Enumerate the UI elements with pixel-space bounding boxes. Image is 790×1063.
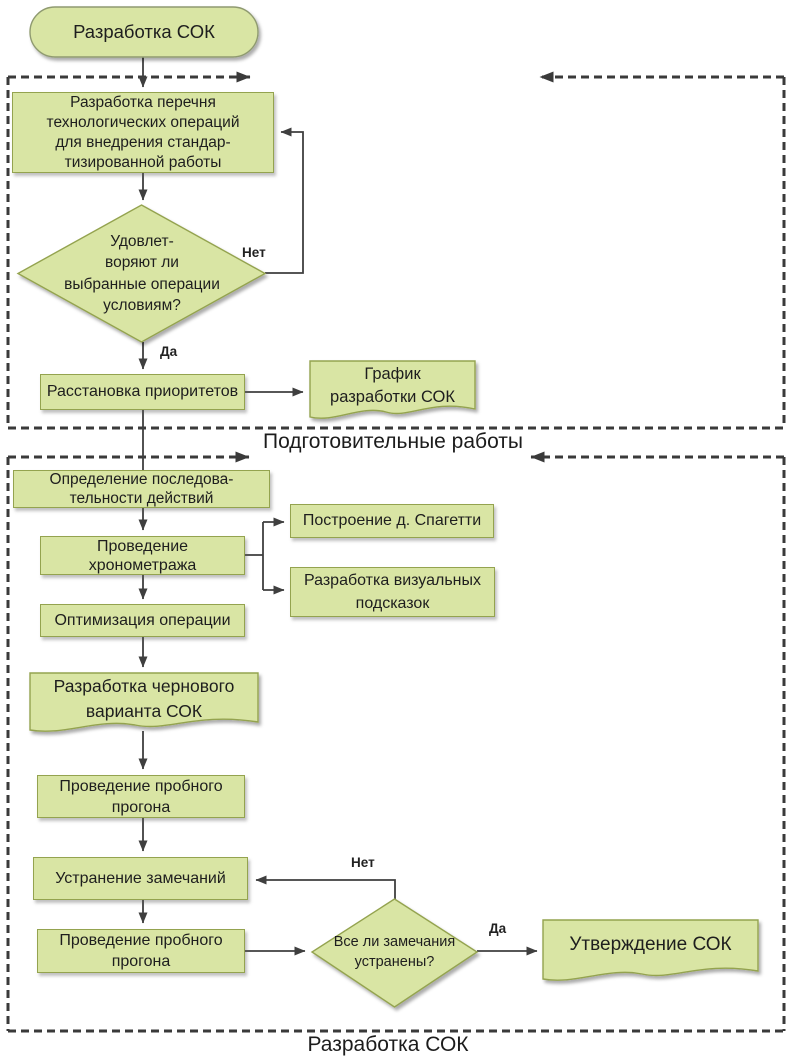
process-spaghetti-diagram: Построение д. Спагетти	[290, 504, 494, 538]
schedule-document-shape	[309, 360, 476, 419]
process-prioritize: Расстановка приоритетов	[40, 374, 245, 410]
process-optimize-operation: Оптимизация операции	[40, 604, 245, 637]
decision1-no-label: Нет	[242, 245, 266, 260]
section2-caption: Разработка СОК	[307, 1033, 469, 1056]
start-terminator-shape	[29, 6, 259, 58]
process-timing: Проведение хронометража	[40, 536, 245, 575]
decision1-diamond-shape	[16, 204, 267, 343]
process-trial-run-2: Проведение пробного прогона	[37, 929, 245, 973]
process-define-sequence: Определение последова- тельности действи…	[13, 470, 270, 508]
decision2-yes-label: Да	[489, 921, 507, 936]
section1-caption: Подготовительные работы	[262, 430, 523, 453]
approve-document-shape	[542, 919, 759, 981]
decision2-diamond-shape	[310, 898, 479, 1008]
decision1-yes-label: Да	[160, 344, 178, 359]
connector-timing-branch-stem	[245, 522, 264, 590]
connector-decision1-no-loop	[265, 127, 304, 274]
process-fix-remarks: Устранение замечаний	[33, 857, 248, 900]
connector-decision2-no-loop	[255, 875, 396, 899]
draft-document-shape	[29, 672, 259, 732]
process-visual-cues: Разработка визуальных подсказок	[290, 567, 495, 617]
decision2-no-label: Нет	[351, 855, 375, 870]
process-trial-run-1: Проведение пробного прогона	[37, 775, 245, 818]
process-develop-ops-list: Разработка перечня технологических опера…	[12, 92, 274, 173]
